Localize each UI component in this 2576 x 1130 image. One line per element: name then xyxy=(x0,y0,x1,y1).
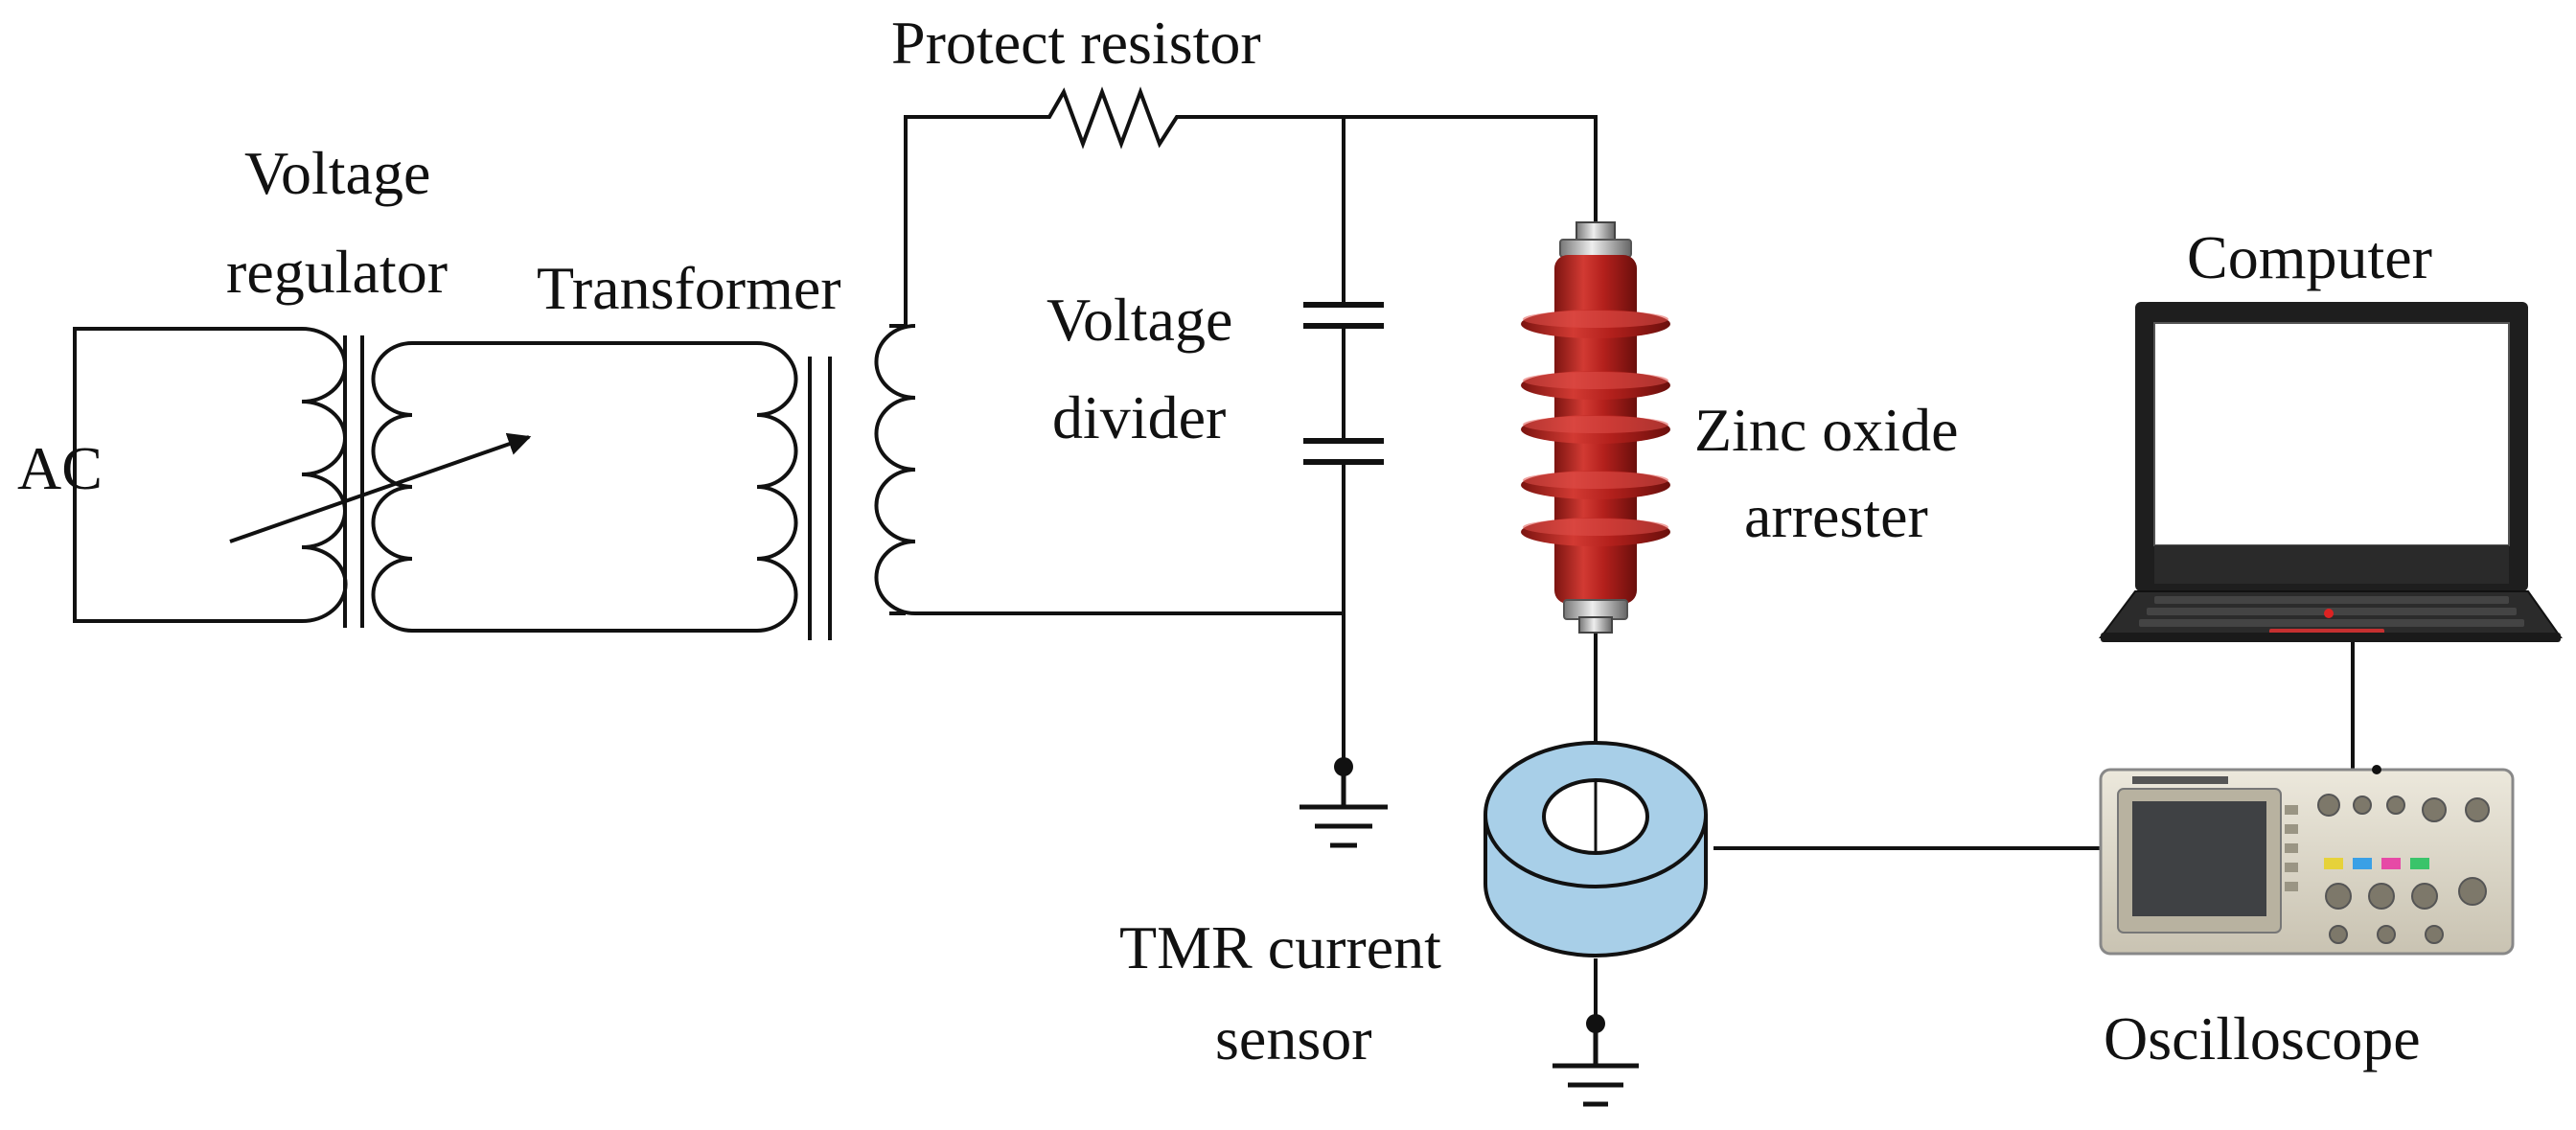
protect-resistor-label: Protect resistor xyxy=(891,9,1261,77)
voltage-regulator-label: regulator xyxy=(226,238,448,306)
transformer-label: Transformer xyxy=(537,254,841,322)
sensor-ground xyxy=(1552,1014,1639,1107)
voltage-regulator-label: Voltage xyxy=(244,139,430,207)
divider-ground xyxy=(1300,757,1388,848)
transformer xyxy=(756,324,916,640)
transformer-secondary-coil xyxy=(874,324,916,615)
ac-source-loop xyxy=(73,327,302,623)
variable-arrow-icon xyxy=(229,432,532,543)
zinc-oxide-arrester-label: Zinc oxide xyxy=(1694,396,1958,464)
voltage-divider-label: divider xyxy=(1052,383,1226,451)
resistor-to-arrester-wire xyxy=(1198,115,1598,222)
toroid-sensor-icon xyxy=(1484,741,1708,957)
hv-top-wire xyxy=(889,115,1027,328)
circuit-wires xyxy=(73,115,2355,1024)
zinc-oxide-arrester-label: arrester xyxy=(1744,482,1928,550)
regulator-primary-coil xyxy=(301,327,348,623)
regulator-transformer-loop xyxy=(412,341,757,633)
transformer-primary-coil xyxy=(756,341,798,633)
computer-label: Computer xyxy=(2187,223,2432,291)
surge-arrester-icon xyxy=(1521,221,1670,634)
voltage-divider xyxy=(1303,302,1384,465)
ac-label: AC xyxy=(17,434,103,502)
voltage-regulator xyxy=(229,327,532,633)
oscilloscope-label: Oscilloscope xyxy=(2104,1004,2421,1072)
protect-resistor-symbol xyxy=(1027,86,1198,150)
laptop-icon xyxy=(2099,302,2563,642)
labels: AC Voltage regulator Transformer Protect… xyxy=(17,9,2432,1072)
oscilloscope-icon xyxy=(2099,765,2515,956)
tmr-current-sensor-label: sensor xyxy=(1215,1004,1372,1072)
regulator-secondary-coil xyxy=(371,341,413,633)
voltage-divider-label: Voltage xyxy=(1046,286,1232,354)
tmr-current-sensor-label: TMR current xyxy=(1119,913,1441,981)
